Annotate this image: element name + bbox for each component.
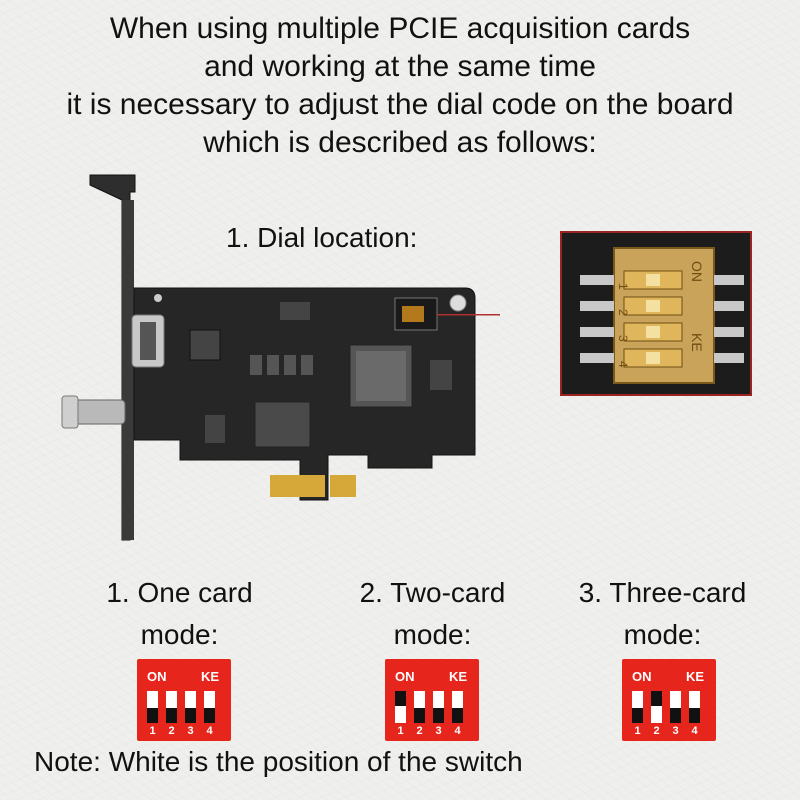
switch-number-2: 2 [653, 725, 660, 737]
dip-ke-label: KE [200, 669, 219, 684]
switch-3 [670, 691, 681, 723]
zoom-on-label: ON [689, 261, 705, 282]
mode-2-title: 2. Two-card [359, 577, 506, 608]
heading-line-4: which is described as follows: [203, 126, 597, 159]
mode-1-label: 1. One card mode: [92, 572, 267, 656]
switch-number-2: 2 [168, 725, 175, 737]
zoom-number-3: 3 [616, 335, 630, 342]
switch-number-1: 1 [149, 725, 156, 737]
dip-ke-label: KE [448, 669, 467, 684]
mode-3-title: 3. Three-card [578, 577, 747, 608]
switch-number-3: 3 [187, 725, 194, 737]
switch-3 [433, 691, 444, 723]
switch-knob [433, 708, 444, 723]
switch-number-4: 4 [206, 725, 213, 737]
mode-1-subtitle: mode: [140, 619, 219, 650]
dip-switch-mode-1: ON KE 1 2 3 4 [137, 659, 231, 741]
dip-on-label: ON [147, 669, 167, 684]
heading-line-3: it is necessary to adjust the dial code … [66, 88, 734, 121]
switch-number-4: 4 [691, 725, 698, 737]
zoom-ke-label: KE [689, 333, 705, 352]
switch-knob [147, 708, 158, 723]
switch-1 [147, 691, 158, 723]
mode-3-label: 3. Three-card mode: [560, 572, 765, 656]
switch-number-3: 3 [435, 725, 442, 737]
mode-2-label: 2. Two-card mode: [340, 572, 525, 656]
switch-1 [632, 691, 643, 723]
dip-on-label: ON [632, 669, 652, 684]
switch-number-3: 3 [672, 725, 679, 737]
switch-knob [651, 691, 662, 706]
switch-number-4: 4 [454, 725, 461, 737]
switch-knob [670, 708, 681, 723]
switch-knob [395, 691, 406, 706]
switch-2 [414, 691, 425, 723]
dial-location-label: 1. Dial location: [226, 222, 418, 253]
heading-line-2: and working at the same time [204, 50, 596, 83]
switch-4 [204, 691, 215, 723]
dip-switch-mode-2: ON KE 1 2 3 4 [385, 659, 479, 741]
switch-knob [185, 708, 196, 723]
switch-number-2: 2 [416, 725, 423, 737]
switch-number-1: 1 [634, 725, 641, 737]
switch-knob [166, 708, 177, 723]
mode-1-title: 1. One card [106, 577, 253, 608]
zoom-number-2: 2 [616, 309, 630, 316]
heading-line-1: When using multiple PCIE acquisition car… [109, 12, 691, 45]
switch-4 [452, 691, 463, 723]
switch-knob [632, 708, 643, 723]
switch-2 [166, 691, 177, 723]
mode-3-subtitle: mode: [623, 619, 702, 650]
dip-switch-mode-3: ON KE 1 2 3 4 [622, 659, 716, 741]
dip-switch-zoom: 1 2 3 4 ON KE [560, 231, 752, 396]
switch-2 [651, 691, 662, 723]
switch-1 [395, 691, 406, 723]
switch-3 [185, 691, 196, 723]
switch-4 [689, 691, 700, 723]
dip-on-label: ON [395, 669, 415, 684]
switch-knob [204, 708, 215, 723]
zoom-number-1: 1 [616, 283, 630, 290]
dip-ke-label: KE [685, 669, 704, 684]
zoom-number-4: 4 [616, 361, 630, 368]
switch-position-note: Note: White is the position of the switc… [34, 746, 523, 777]
switch-knob [414, 708, 425, 723]
pcie-card-image [61, 174, 500, 541]
page-heading: When using multiple PCIE acquisition car… [0, 10, 800, 162]
dip-switch-zoom-image: 1 2 3 4 ON KE [562, 233, 750, 394]
switch-number-1: 1 [397, 725, 404, 737]
mode-2-subtitle: mode: [393, 619, 472, 650]
switch-knob [689, 708, 700, 723]
switch-knob [452, 708, 463, 723]
